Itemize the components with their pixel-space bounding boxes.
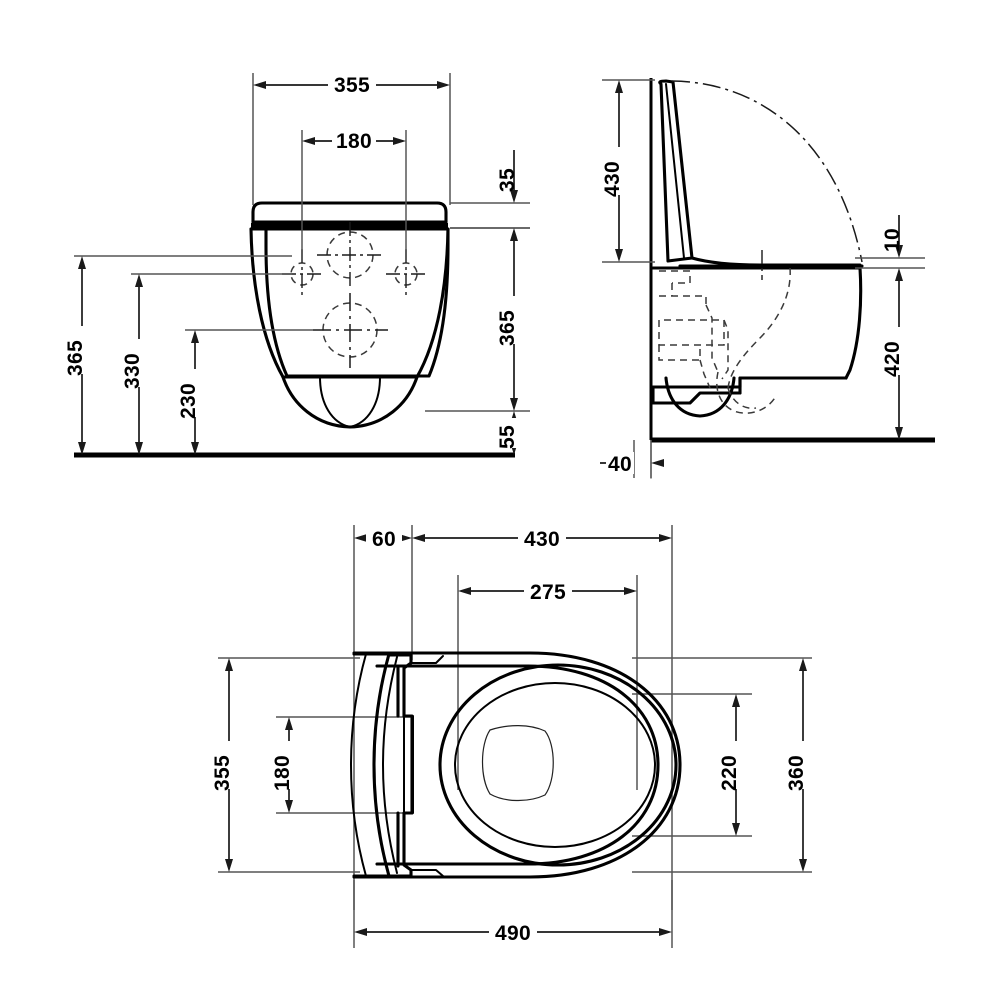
dim-plan-back-60: 60 (354, 527, 412, 551)
plan-outlet-aperture (481, 725, 554, 802)
dim-plan-hinge-180: 180 (271, 717, 301, 813)
front-elevation-view: 355 180 35 365 (64, 73, 530, 458)
dim-plan-width-360: 360 (785, 658, 815, 872)
dim-label-180-top: 180 (336, 130, 372, 153)
front-trap-outlet (281, 375, 419, 429)
dim-front-holes-180: 180 (301, 129, 407, 250)
dim-front-gap-55: 55 (496, 411, 526, 455)
front-fixing-hole-right (386, 249, 426, 299)
side-lid-swing-arc (671, 80, 863, 263)
dim-label-430-plan: 430 (524, 528, 560, 551)
plan-view: 60 430 275 490 (211, 525, 815, 948)
dim-front-width-355: 355 (252, 73, 451, 205)
dim-label-275: 275 (530, 581, 566, 604)
dim-label-60: 60 (372, 528, 396, 551)
side-pan-outline (651, 266, 863, 418)
dim-plan-length-430: 430 (412, 527, 672, 551)
dim-label-180-plan: 180 (271, 755, 294, 791)
dim-label-220: 220 (718, 755, 741, 791)
dim-plan-width-355: 355 (211, 658, 241, 872)
front-fixing-hole-upper (317, 222, 383, 289)
dim-label-365-right: 365 (496, 310, 519, 346)
dim-side-seat-10: 10 (855, 215, 925, 269)
side-internal-hidden-lines (658, 267, 791, 414)
dim-label-355-plan: 355 (211, 755, 234, 791)
dim-front-height-330: 330 (121, 273, 292, 455)
dim-side-offset-40: 40 (600, 440, 664, 478)
front-bowl-silhouette (249, 227, 450, 379)
front-outlet-hole (313, 293, 388, 368)
dim-label-490: 490 (495, 922, 531, 945)
dim-label-40: 40 (608, 453, 632, 476)
dim-label-420: 420 (881, 341, 904, 377)
dim-plan-inner-275: 275 (458, 580, 637, 604)
plan-hinge-block (387, 653, 444, 878)
side-seat-ring (678, 256, 864, 268)
dim-label-35: 35 (496, 168, 519, 192)
dim-front-height-365-right: 365 (425, 227, 530, 412)
plan-extension-lines (218, 525, 812, 910)
dim-front-height-365-left: 365 (64, 255, 292, 455)
dim-label-430-side: 430 (601, 161, 624, 197)
plan-seat-lid (350, 652, 398, 878)
dim-front-height-230: 230 (177, 329, 313, 455)
dim-plan-inner-width-220: 220 (718, 694, 748, 836)
dim-front-lid-35: 35 (450, 150, 530, 229)
dim-label-360: 360 (785, 755, 808, 791)
dim-label-230: 230 (177, 383, 200, 419)
dim-side-rim-420: 420 (881, 268, 911, 440)
front-seat-lid (251, 201, 448, 224)
side-seat-lid-raised (658, 79, 694, 263)
dim-label-330: 330 (121, 353, 144, 389)
dim-label-55: 55 (496, 425, 519, 449)
plan-wc-body (352, 651, 682, 879)
side-elevation-view: 430 10 420 40 (600, 78, 935, 479)
dim-plan-overall-490: 490 (353, 880, 673, 948)
dim-label-355-top: 355 (334, 74, 370, 97)
dim-side-lid-430: 430 (601, 79, 655, 263)
dim-label-365-left: 365 (64, 340, 87, 376)
plan-seat-ring (438, 663, 678, 867)
dim-label-10: 10 (881, 228, 904, 252)
